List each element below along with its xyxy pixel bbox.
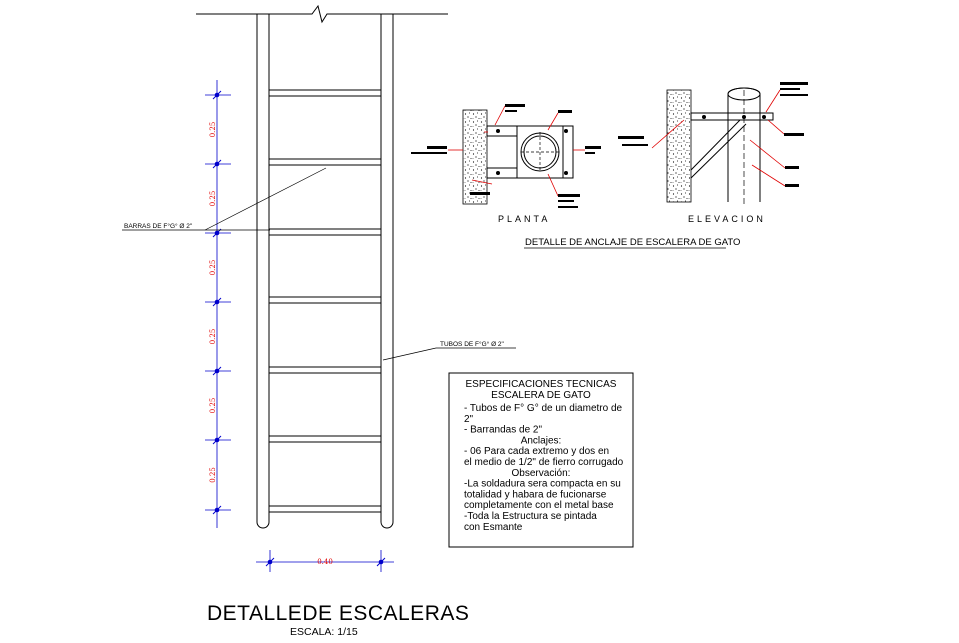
rung [268, 366, 382, 374]
spacing-dimension-text: 0.25 [209, 467, 217, 483]
spec-line: 2" [464, 414, 474, 425]
elevation-label: ELEVACION [688, 214, 766, 224]
drawing-title: DETALLEDE ESCALERAS [207, 602, 469, 625]
width-dimension: 0.40 [256, 550, 394, 572]
spec-line: -La soldadura sera compacta en su [464, 479, 621, 490]
rung [268, 505, 382, 513]
anchor-detail-title: DETALLE DE ANCLAJE DE ESCALERA DE GATO [525, 237, 740, 248]
spec-line: el medio de 1/2" de fierro corrugado [464, 457, 624, 468]
barras-callout: BARRAS DE F°G° Ø 2" [122, 167, 327, 231]
barras-label: BARRAS DE F°G° Ø 2" [124, 222, 193, 230]
spacing-dimension-text: 0.25 [209, 122, 217, 138]
tubos-callout: TUBOS DE F°G° Ø 2" [382, 340, 516, 361]
drawing-scale: ESCALA: 1/15 [290, 626, 358, 638]
anchor-plan-view: PLANTA [411, 104, 601, 224]
specifications-box: ESPECIFICACIONES TECNICAS ESCALERA DE GA… [448, 372, 634, 548]
rung [268, 296, 382, 304]
concrete-wall [462, 109, 488, 205]
dimension-tick [205, 366, 231, 376]
spec-line: totalidad y habara de fucionarse [464, 489, 607, 500]
plan-label: PLANTA [498, 214, 550, 224]
rung [268, 435, 382, 443]
spec-line: Observación: [512, 468, 571, 479]
break-line [196, 4, 448, 24]
tubos-label: TUBOS DE F°G° Ø 2" [440, 340, 505, 348]
dimension-tick [205, 159, 231, 169]
rung [268, 228, 382, 236]
spec-heading-1: ESPECIFICACIONES TECNICAS [466, 379, 617, 390]
right-rail [380, 14, 394, 529]
spacing-dimension-text: 0.25 [209, 191, 217, 207]
dimension-tick [205, 435, 231, 445]
width-dimension-text: 0.40 [317, 558, 333, 566]
spacing-dimension-text: 0.25 [209, 260, 217, 276]
rung [268, 158, 382, 166]
dimension-ticks [205, 90, 231, 515]
rung [268, 89, 382, 97]
spec-line: completamente con el metal base [464, 500, 614, 511]
left-rail [256, 14, 270, 529]
spacing-dimension-text: 0.25 [209, 329, 217, 345]
dimension-texts: 0.25 0.25 0.25 0.25 0.25 0.25 [209, 122, 217, 483]
dimension-tick [205, 297, 231, 307]
anchor-elevation-view: ELEVACION [618, 82, 808, 224]
spec-line: Anclajes: [521, 435, 562, 446]
spacing-dimension-text: 0.25 [209, 398, 217, 414]
rungs [268, 89, 382, 513]
dimension-tick [205, 505, 231, 515]
spec-line: - Tubos de F° G° de un diametro de [464, 403, 623, 414]
spec-line: -Toda la Estructura se pintada [464, 511, 597, 522]
dimension-tick [205, 90, 231, 100]
ladder-elevation [196, 4, 448, 529]
concrete-wall-elevation [666, 89, 692, 203]
spec-heading-2: ESCALERA DE GATO [491, 390, 591, 401]
spec-line: - Barrandas de 2" [464, 425, 542, 436]
vertical-dimension: 0.25 0.25 0.25 0.25 0.25 0.25 [205, 80, 231, 528]
spec-line: con Esmante [464, 522, 523, 533]
spec-line: - 06 Para cada extremo y dos en [464, 446, 609, 457]
spec-lines: - Tubos de F° G° de un diametro de 2"- B… [464, 403, 624, 533]
